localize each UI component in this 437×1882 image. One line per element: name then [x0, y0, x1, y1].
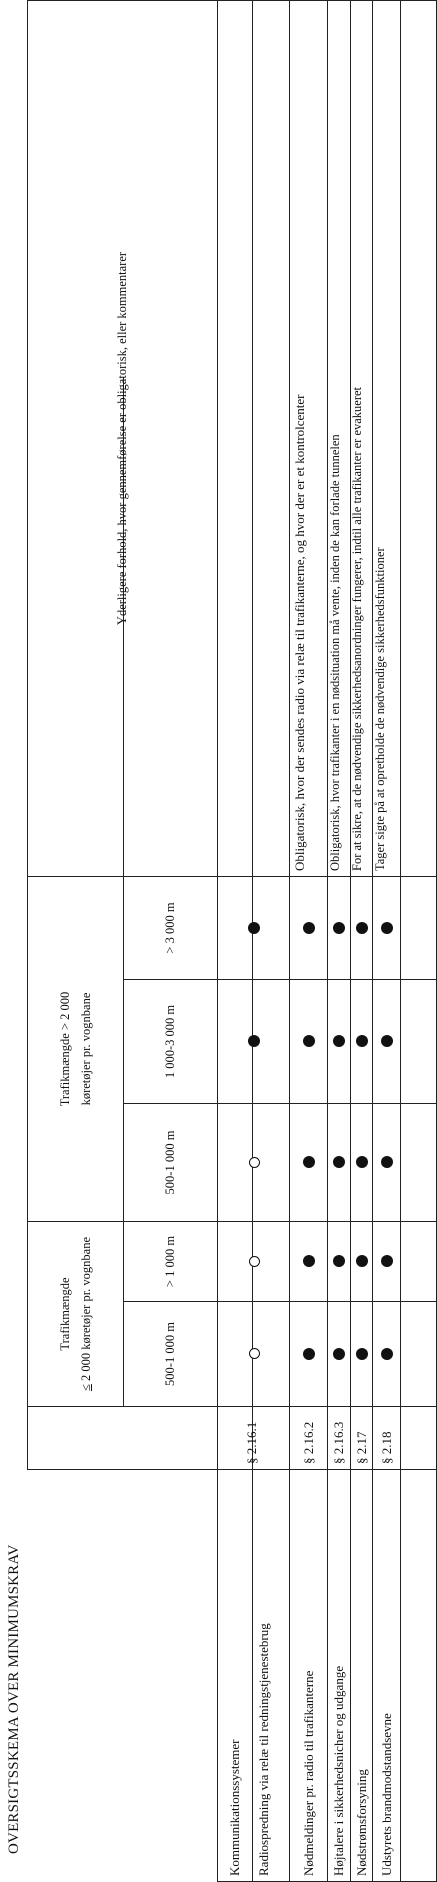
filled-circle-icon: [302, 1348, 315, 1360]
row-mark: [373, 877, 400, 979]
filled-circle-icon: [248, 1035, 260, 1048]
row-mark: [218, 1104, 290, 1221]
filled-circle-icon: [355, 922, 368, 934]
row-note: Obligatorisk, hvor trafikanter i en nøds…: [328, 434, 342, 871]
header-group-low-traffic-detail: 2 000 køretøjer pr. vognbane: [78, 1236, 93, 1382]
row-mark: [373, 980, 400, 1103]
filled-circle-icon: [380, 922, 393, 934]
row-mark: [290, 1104, 327, 1221]
row-section: § 2.16.2: [301, 1421, 316, 1464]
row-category: Kommunikationssystemer: [227, 1739, 242, 1877]
row-mark: [351, 1104, 372, 1221]
filled-circle-icon: [380, 1255, 393, 1268]
row-section: § 2.16.3: [331, 1421, 346, 1464]
header-group-low-traffic-line2: ≤ 2 000 køretøjer pr. vognbane: [79, 1237, 94, 1391]
row-mark: [290, 980, 327, 1103]
row-category: Nødstrømsforsyning: [354, 1769, 369, 1876]
row-mark: [218, 980, 290, 1103]
row-mark: [328, 877, 350, 979]
filled-circle-icon: [302, 922, 315, 934]
filled-circle-icon: [333, 1035, 345, 1048]
filled-circle-icon: [248, 922, 260, 934]
row-mark: [290, 1302, 327, 1406]
filled-circle-icon: [333, 1156, 345, 1169]
filled-circle-icon: [355, 1035, 368, 1048]
row-section: § 2.18: [379, 1431, 394, 1465]
filled-circle-icon: [380, 1156, 393, 1169]
row-mark: [218, 877, 290, 979]
row-mark: [351, 980, 372, 1103]
header-group-low-traffic: Trafikmængde ≤ 2 000 køretøjer pr. vognb…: [28, 1222, 123, 1406]
filled-circle-icon: [333, 922, 345, 934]
col-header-500-1000-high: 500-1 000 m: [163, 1130, 177, 1195]
filled-circle-icon: [302, 1035, 315, 1048]
col-header-1000-3000: 1 000-3 000 m: [163, 1004, 177, 1079]
row-mark: [351, 1302, 372, 1406]
open-circle-icon: [248, 1348, 260, 1360]
row-mark: [290, 877, 327, 979]
filled-circle-icon: [380, 1035, 393, 1048]
header-notes: Yderligere forhold, hvor gennemførelse e…: [28, 1, 217, 876]
row-item: Højtalere i sikkerhedsnicher og udgange: [331, 1665, 346, 1876]
row-mark: [328, 1302, 350, 1406]
row-mark: [351, 877, 372, 979]
table-line: [400, 0, 401, 1882]
header-notes-text: Yderligere forhold, hvor gennemførelse e…: [115, 251, 129, 626]
filled-circle-icon: [333, 1348, 345, 1360]
filled-circle-icon: [333, 1255, 345, 1268]
header-group-low-traffic-line1: Trafikmængde: [57, 1277, 72, 1351]
row-note: Tager sigte på at opretholde de nødvendi…: [373, 547, 387, 871]
col-header-gt-1000: > 1 000 m: [163, 1235, 177, 1288]
row-mark: [351, 1222, 372, 1301]
row-mark: [328, 1104, 350, 1221]
row-note: Obligatorisk, hvor der sendes radio via …: [292, 394, 307, 871]
row-mark: [328, 980, 350, 1103]
filled-circle-icon: [302, 1255, 315, 1268]
row-mark: [373, 1302, 400, 1406]
row-item: Nødmeldinger pr. radio til trafikanterne: [301, 1670, 316, 1876]
col-header-500-1000-low: 500-1 000 m: [163, 1322, 177, 1386]
row-mark: [328, 1222, 350, 1301]
col-header-gt-3000: > 3 000 m: [163, 902, 177, 954]
header-group-high-traffic-line2: køretøjer pr. vognbane: [78, 992, 93, 1106]
filled-circle-icon: [302, 1156, 315, 1169]
row-note: [218, 1, 290, 876]
filled-circle-icon: [355, 1255, 368, 1268]
row-mark: [218, 1222, 290, 1301]
header-group-high-traffic-line1: Trafikmængde > 2 000: [57, 991, 72, 1107]
row-item: Radiospredning via relæ til redningstjen…: [256, 1623, 271, 1876]
less-equal-sign: ≤: [78, 1384, 93, 1392]
row-section: § 2.16.1: [244, 1421, 259, 1464]
filled-circle-icon: [380, 1348, 393, 1360]
header-group-high-traffic: Trafikmængde > 2 000 køretøjer pr. vognb…: [28, 877, 123, 1221]
row-mark: [373, 1222, 400, 1301]
row-category: Udstyrets brandmodstandsevne: [379, 1713, 394, 1876]
row-mark: [373, 1104, 400, 1221]
row-mark: [290, 1222, 327, 1301]
filled-circle-icon: [355, 1156, 368, 1169]
open-circle-icon: [248, 1157, 260, 1168]
row-mark: [218, 1302, 290, 1406]
row-note: For at sikre, at de nødvendige sikkerhed…: [351, 386, 364, 871]
open-circle-icon: [248, 1256, 260, 1267]
filled-circle-icon: [355, 1348, 368, 1360]
row-section: § 2.17: [354, 1431, 369, 1465]
